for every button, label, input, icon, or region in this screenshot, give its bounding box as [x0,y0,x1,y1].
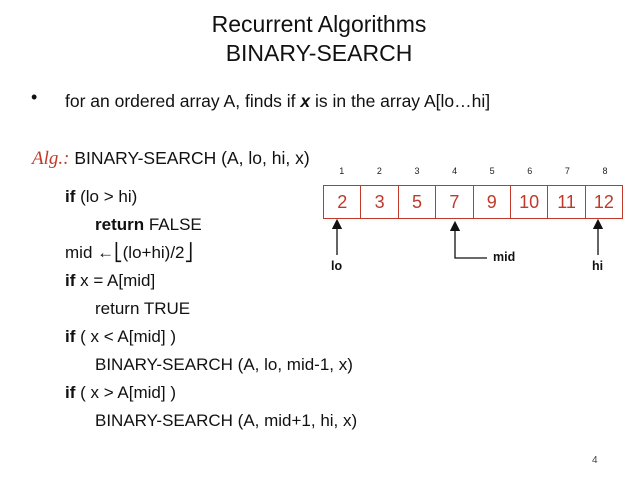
array-cell: 2 [324,186,362,218]
code-line-9: BINARY-SEARCH (A, mid+1, hi, x) [95,411,358,430]
bullet-text-post: is in the array A[lo…hi] [310,91,491,111]
array-cells: 2 3 5 7 9 10 11 12 [323,185,624,219]
code-line-5: return TRUE [95,299,191,318]
code-text: (lo > hi) [75,187,138,206]
array-index: 5 [489,166,495,176]
page-number: 4 [592,455,598,466]
array-index: 6 [527,166,533,176]
code-text: ( x < A[mid] ) [75,327,176,346]
mid-arrow [449,220,487,259]
code-line-3: mid ←⎣(lo+hi)/2⎦ [65,239,357,267]
array-index: 7 [564,166,570,176]
array-cell: 5 [399,186,437,218]
keyword-if: if [65,327,76,346]
keyword-if: if [65,271,76,290]
bullet-var-x: x [300,91,311,111]
floor-close-symbol: ⎦ [184,243,194,263]
floor-open-symbol: ⎣ [114,243,123,263]
code-text: x = A[mid] [75,271,156,290]
bullet-text: for an ordered array A, finds if x is in… [65,91,490,112]
alg-signature: BINARY-SEARCH (A, lo, hi, x) [69,148,310,168]
code-line-4: if x = A[mid] [65,267,357,295]
keyword-if: if [65,383,76,402]
array-index: 1 [339,166,345,176]
array-index: 3 [414,166,420,176]
mid-pointer-label: mid [493,250,516,264]
alg-line: Alg.: BINARY-SEARCH (A, lo, hi, x) [32,148,310,170]
array-cell: 11 [548,186,586,218]
code-text: FALSE [144,215,202,234]
code-line-8: if ( x > A[mid] ) [65,379,357,407]
pseudocode-block: if (lo > hi) return FALSE mid ←⎣(lo+hi)/… [65,183,357,435]
array-index: 4 [452,166,458,176]
array-index: 2 [376,166,382,176]
bullet-text-pre: for an ordered array A, finds if [65,91,301,111]
array-indices: 1 2 3 4 5 6 7 8 [323,166,624,176]
array-cell: 3 [361,186,399,218]
code-line-6: if ( x < A[mid] ) [65,323,357,351]
code-text: mid ← [65,243,115,262]
array-index: 8 [602,166,608,176]
slide-title-line1: Recurrent Algorithms [211,11,427,37]
code-text: (lo+hi)/2 [122,243,185,262]
slide-title-line2: BINARY-SEARCH [225,40,413,66]
bullet-dot: • [31,87,38,107]
code-text: ( x > A[mid] ) [75,383,176,402]
array-cell: 9 [474,186,511,218]
array-cell: 10 [511,186,549,218]
alg-tag: Alg.: [32,148,70,169]
array-cell: 7 [436,186,474,218]
array-cell: 12 [593,192,614,212]
keyword-return: return [95,215,145,234]
hi-pointer-label: hi [592,259,604,273]
code-line-7: BINARY-SEARCH (A, lo, mid-1, x) [95,355,353,374]
keyword-if: if [65,187,76,206]
lo-pointer-label: lo [331,259,343,273]
code-line-1: if (lo > hi) [65,183,357,211]
code-line-2: return FALSE [65,211,357,239]
